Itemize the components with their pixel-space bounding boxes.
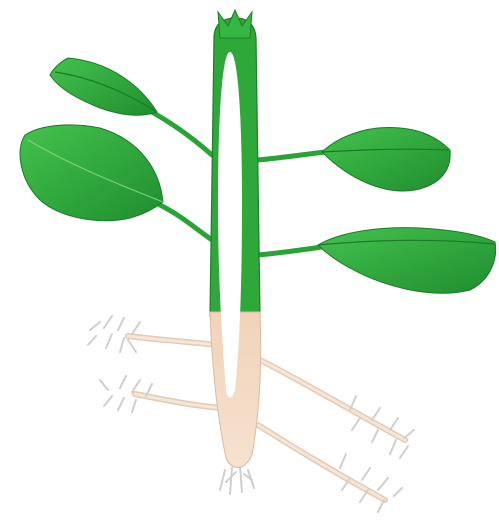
leaf-lower-right bbox=[318, 228, 496, 294]
leaf-top-left bbox=[50, 58, 157, 115]
apical-bud bbox=[218, 10, 252, 38]
leaf-top-right bbox=[322, 127, 450, 190]
stem bbox=[210, 10, 261, 467]
